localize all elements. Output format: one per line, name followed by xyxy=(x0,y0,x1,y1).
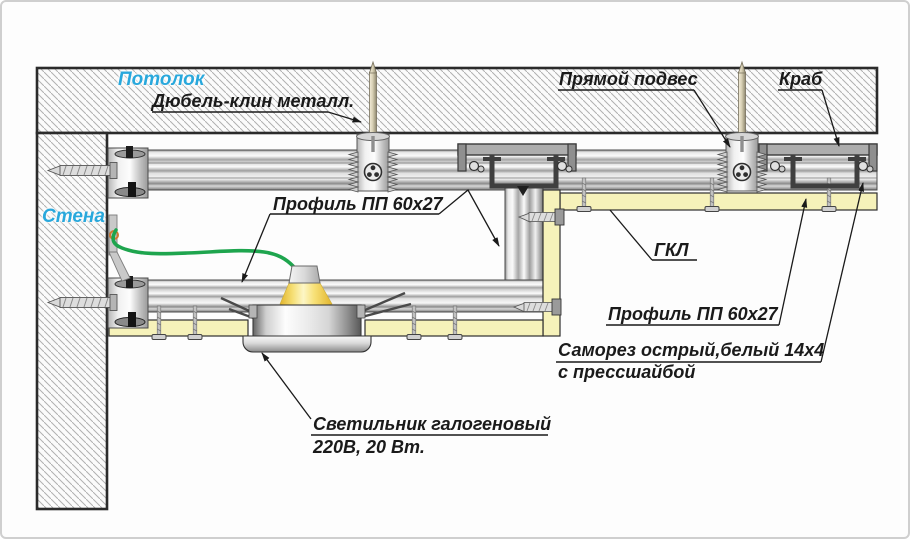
leader-lamp xyxy=(261,352,312,420)
lamp-housing xyxy=(252,304,362,338)
label-lamp-line1: Светильник галогеновый xyxy=(313,414,552,434)
leader-profile-lower xyxy=(241,213,271,283)
crab-connector-1 xyxy=(458,144,576,196)
leader-screw xyxy=(820,182,864,363)
leader-crab xyxy=(821,89,840,147)
label-gkl: ГКЛ xyxy=(654,240,689,260)
label-crab: Краб xyxy=(779,69,823,89)
label-wall: Стена xyxy=(42,206,105,227)
label-ceiling: Потолок xyxy=(118,69,205,90)
leader-profile-right xyxy=(778,198,808,326)
step-vertical-profile xyxy=(504,186,544,288)
label-screw-line2: с прессшайбой xyxy=(558,362,696,382)
leader-profile-step xyxy=(438,188,500,247)
label-direct-hanger: Прямой подвес xyxy=(559,69,698,89)
leader-lines xyxy=(241,89,864,420)
step-screws xyxy=(512,208,565,316)
ceiling-slab xyxy=(35,66,879,135)
label-profile-top: Профиль ПП 60х27 xyxy=(273,194,443,214)
lamp-cap xyxy=(288,265,321,284)
label-underlines xyxy=(152,89,822,436)
leader-gkl xyxy=(609,209,653,261)
leader-direct-hanger xyxy=(693,89,731,148)
label-screw-line1: Саморез острый,белый 14х4 xyxy=(558,340,825,360)
halogen-lamp xyxy=(220,265,412,353)
label-dowel: Дюбель-клин металл. xyxy=(152,91,355,111)
leader-dowel xyxy=(327,111,362,123)
lamp-trim-ring xyxy=(242,335,372,353)
wall-slab xyxy=(35,131,109,511)
label-lamp-line2: 220В, 20 Вт. xyxy=(313,437,425,457)
label-profile-right: Профиль ПП 60х27 xyxy=(608,304,778,324)
power-wire xyxy=(111,228,295,268)
